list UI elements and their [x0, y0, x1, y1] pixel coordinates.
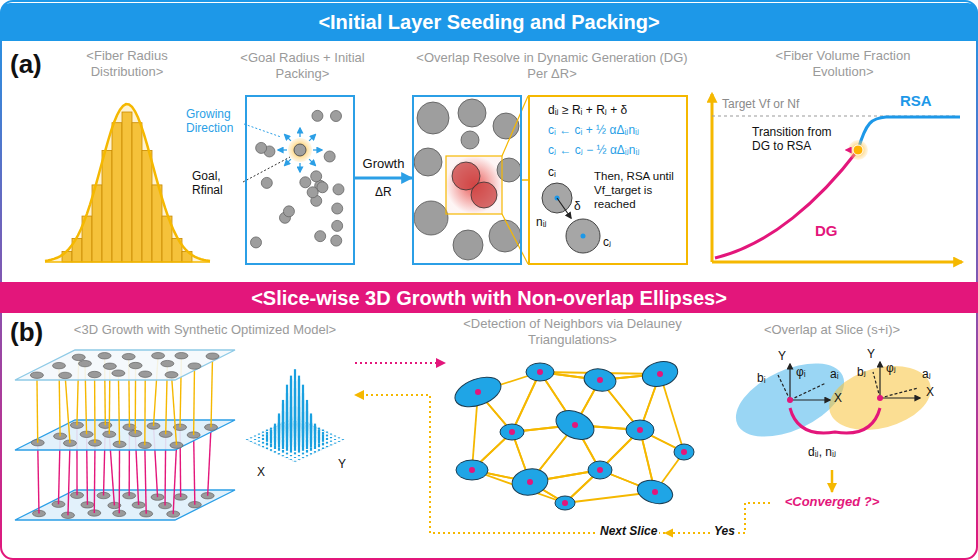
- zoom-lines: [446, 96, 528, 264]
- label-text: Next Slice: [598, 525, 659, 539]
- panel-heading: <Fiber Radius Distribution>: [52, 48, 202, 80]
- panel-heading: <3D Growth with Synthetic Optimized Mode…: [55, 322, 355, 338]
- fraction-chart: [712, 94, 962, 262]
- label-text: DG: [815, 222, 838, 239]
- label-text: X: [257, 466, 265, 480]
- label-text: δ: [574, 200, 581, 214]
- label-text: nᵢⱼ: [536, 216, 547, 230]
- label-text: ΔR: [375, 186, 392, 200]
- band-title: <Initial Layer Seeding and Packing>: [0, 10, 978, 34]
- panel-heading: <Overlap at Slice (s+i)>: [700, 322, 964, 338]
- label-text: X: [926, 386, 934, 400]
- label-text: cᵢ: [548, 166, 556, 180]
- section-band: <Slice-wise 3D Growth with Non-overlap E…: [0, 282, 978, 313]
- label-text: aⱼ: [922, 368, 931, 382]
- label-text: Y: [338, 458, 346, 472]
- label-text: RSA: [900, 92, 932, 109]
- connector: [355, 362, 445, 364]
- label-text: (a): [10, 50, 42, 80]
- overlap-box: <Overlap Resolve in Dynamic Generation (…: [412, 95, 522, 265]
- edge-label: Growth: [363, 157, 405, 172]
- node-text: <Converged ?>: [770, 494, 894, 510]
- contact-sketch: [542, 183, 600, 253]
- section-band: <Initial Layer Seeding and Packing>: [0, 3, 978, 41]
- edge-label: Yes: [712, 525, 737, 539]
- node-text: dᵢⱼ ≥ Rᵢ + Rⱼ + δ: [548, 103, 688, 117]
- panel-heading: <Overlap Resolve in Dynamic Generation (…: [414, 50, 690, 82]
- panel-heading: <Fiber Volume Fraction Evolution>: [748, 48, 938, 80]
- label-text: Target Vf or Nf: [722, 98, 799, 112]
- growth-panel: <3D Growth with Synthetic Optimized Mode…: [15, 345, 355, 545]
- connector: [831, 470, 834, 492]
- delaunay-graph: [451, 358, 694, 510]
- node-text: Then, RSA until Vf_target is reached: [594, 169, 686, 211]
- connector: [355, 395, 770, 533]
- label-text: (b): [10, 318, 43, 348]
- node-text: cᵢ ← cᵢ + ½ αΔᵢⱼnᵢⱼ: [548, 123, 688, 137]
- connector: [355, 177, 412, 180]
- panel-heading: <Goal Radius + Initial Packing>: [225, 50, 380, 82]
- label-text: φⱼ: [886, 362, 896, 376]
- label-text: dᵢⱼ, nᵢⱼ: [808, 446, 836, 460]
- label-text: aᵢ: [830, 368, 839, 382]
- overlap-packing: [414, 99, 521, 260]
- panel-heading: <Detection of Neighbors via Delauney Tri…: [455, 316, 690, 348]
- label-text: Transition from DG to RSA: [752, 126, 844, 154]
- label-text: Y: [867, 348, 875, 362]
- ellipse-overlap: [725, 348, 938, 451]
- label-text: Y: [778, 350, 786, 364]
- radius-histogram: [45, 104, 210, 262]
- decision-text: <Converged ?>: [770, 492, 894, 514]
- delaunay-panel: <Detection of Neighbors via Delauney Tri…: [445, 352, 700, 515]
- label-text: φᵢ: [796, 366, 806, 380]
- gaussian-3d-histogram: [247, 369, 343, 462]
- initial-packing: [243, 110, 344, 248]
- label-text: bⱼ: [857, 366, 866, 380]
- histogram-panel: <Fiber Radius Distribution>: [40, 100, 210, 265]
- slice-stack: [15, 350, 235, 520]
- label-text: Goal, Rfinal: [192, 170, 240, 198]
- packing-box: <Goal Radius + Initial Packing>: [245, 95, 355, 265]
- label-text: cⱼ: [603, 236, 611, 250]
- label-text: Growing Direction: [186, 108, 242, 136]
- label-text: bᵢ: [757, 372, 766, 386]
- node-text: cⱼ ← cⱼ − ½ αΔᵢⱼnᵢⱼ: [548, 143, 688, 157]
- label-text: X: [834, 392, 842, 406]
- band-title: <Slice-wise 3D Growth with Non-overlap E…: [0, 286, 978, 310]
